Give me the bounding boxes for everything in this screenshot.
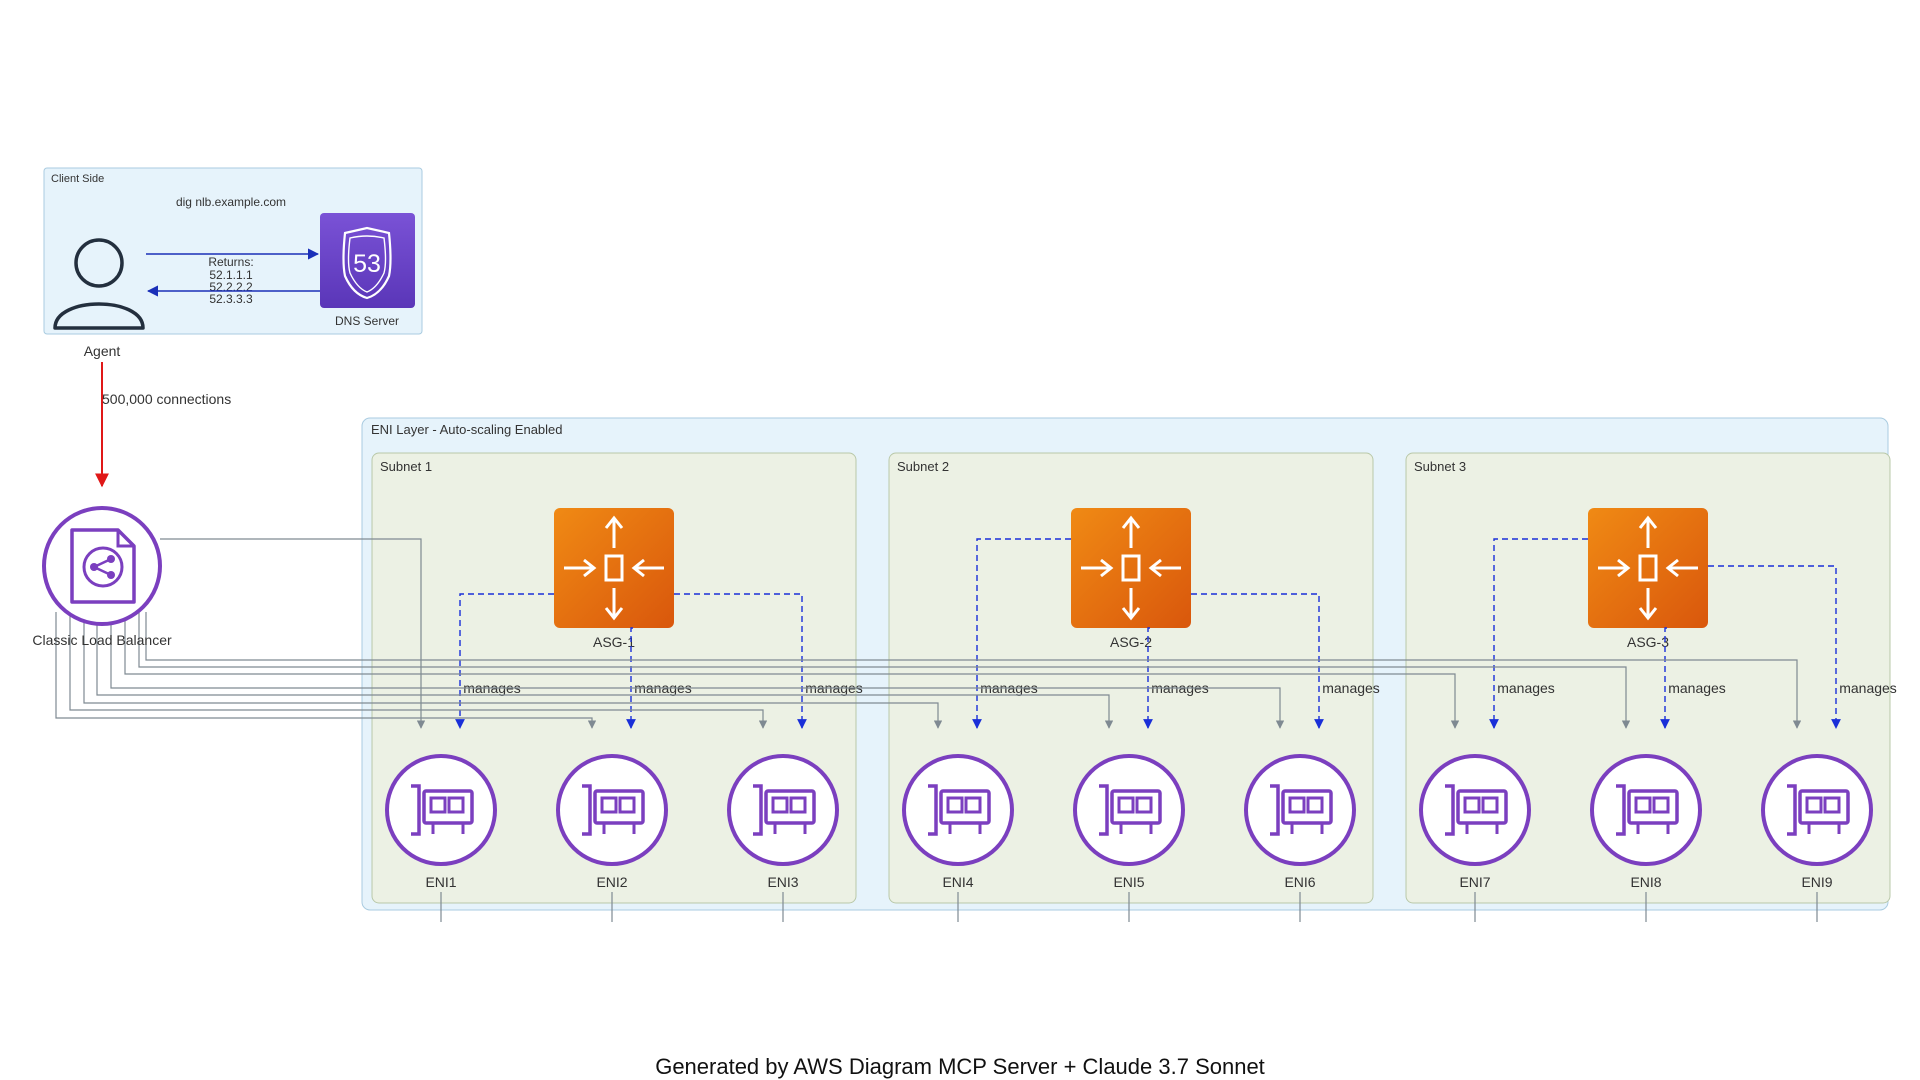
network-interface-icon bbox=[727, 754, 839, 866]
asg-label: ASG-2 bbox=[1110, 634, 1152, 650]
manages-edge bbox=[1708, 565, 1841, 729]
connections-label: 500,000 connections bbox=[102, 391, 231, 407]
lb-to-eni-edge bbox=[138, 612, 1631, 729]
footer-caption: Generated by AWS Diagram MCP Server + Cl… bbox=[655, 1054, 1265, 1079]
lb-to-eni-edge bbox=[110, 612, 1285, 729]
manages-label: manages bbox=[1322, 680, 1380, 696]
dns-server-label: DNS Server bbox=[335, 314, 399, 328]
network-interface-icon bbox=[1419, 754, 1531, 866]
network-interface-icon bbox=[1073, 754, 1185, 866]
subnet-label: Subnet 3 bbox=[1414, 459, 1466, 474]
manages-edge bbox=[1660, 627, 1670, 729]
lb-to-eni-edge bbox=[96, 612, 1114, 729]
network-interface-icon bbox=[1761, 754, 1873, 866]
manages-edge bbox=[455, 593, 554, 729]
eni-label: ENI1 bbox=[425, 874, 456, 890]
asg-label: ASG-1 bbox=[593, 634, 635, 650]
lb-to-eni-edge bbox=[124, 612, 1460, 729]
eni-layer-label: ENI Layer - Auto-scaling Enabled bbox=[371, 422, 563, 437]
manages-label: manages bbox=[1668, 680, 1726, 696]
network-interface-icon bbox=[902, 754, 1014, 866]
lb-to-eni-edge bbox=[69, 612, 768, 729]
subnet-label: Subnet 2 bbox=[897, 459, 949, 474]
lb-to-eni-edge bbox=[160, 538, 426, 729]
client-side-label: Client Side bbox=[51, 173, 104, 185]
eni-label: ENI2 bbox=[596, 874, 627, 890]
lb-to-eni-edge bbox=[83, 612, 943, 729]
returns-label: Returns: bbox=[208, 255, 253, 269]
manages-label: manages bbox=[1497, 680, 1555, 696]
eni-label: ENI4 bbox=[942, 874, 973, 890]
eni-label: ENI9 bbox=[1801, 874, 1832, 890]
network-interface-icon bbox=[556, 754, 668, 866]
route53-icon: 53 bbox=[320, 213, 415, 308]
manages-edge bbox=[1143, 627, 1153, 729]
network-interface-icon bbox=[385, 754, 497, 866]
manages-edge bbox=[1191, 593, 1324, 729]
subnet-label: Subnet 1 bbox=[380, 459, 432, 474]
eni-label: ENI7 bbox=[1459, 874, 1490, 890]
query-label: dig nlb.example.com bbox=[176, 195, 286, 209]
manages-edge bbox=[1489, 538, 1588, 729]
load-balancer-icon bbox=[42, 506, 162, 626]
agent-label: Agent bbox=[84, 343, 121, 359]
returns-ip-3: 52.3.3.3 bbox=[209, 292, 253, 306]
manages-edge bbox=[626, 627, 636, 729]
network-interface-icon bbox=[1244, 754, 1356, 866]
asg-label: ASG-3 bbox=[1627, 634, 1669, 650]
autoscaling-group-icon bbox=[1588, 508, 1708, 628]
eni-label: ENI6 bbox=[1284, 874, 1315, 890]
eni-label: ENI3 bbox=[767, 874, 798, 890]
autoscaling-group-icon bbox=[1071, 508, 1191, 628]
eni-label: ENI8 bbox=[1630, 874, 1661, 890]
client-side-cluster: Client Side dig nlb.example.com Returns:… bbox=[43, 167, 423, 335]
autoscaling-group-icon bbox=[554, 508, 674, 628]
network-interface-icon bbox=[1590, 754, 1702, 866]
returns-ip-1: 52.1.1.1 bbox=[209, 268, 253, 282]
route53-glyph: 53 bbox=[353, 250, 381, 278]
manages-label: manages bbox=[1839, 680, 1897, 696]
manages-edge bbox=[972, 538, 1071, 729]
lb-to-eni-edge bbox=[145, 612, 1802, 729]
eni-label: ENI5 bbox=[1113, 874, 1144, 890]
load-balancer-label: Classic Load Balancer bbox=[32, 632, 172, 648]
lb-to-eni-edge bbox=[55, 612, 597, 729]
manages-edge bbox=[674, 593, 807, 729]
user-icon bbox=[53, 238, 145, 330]
